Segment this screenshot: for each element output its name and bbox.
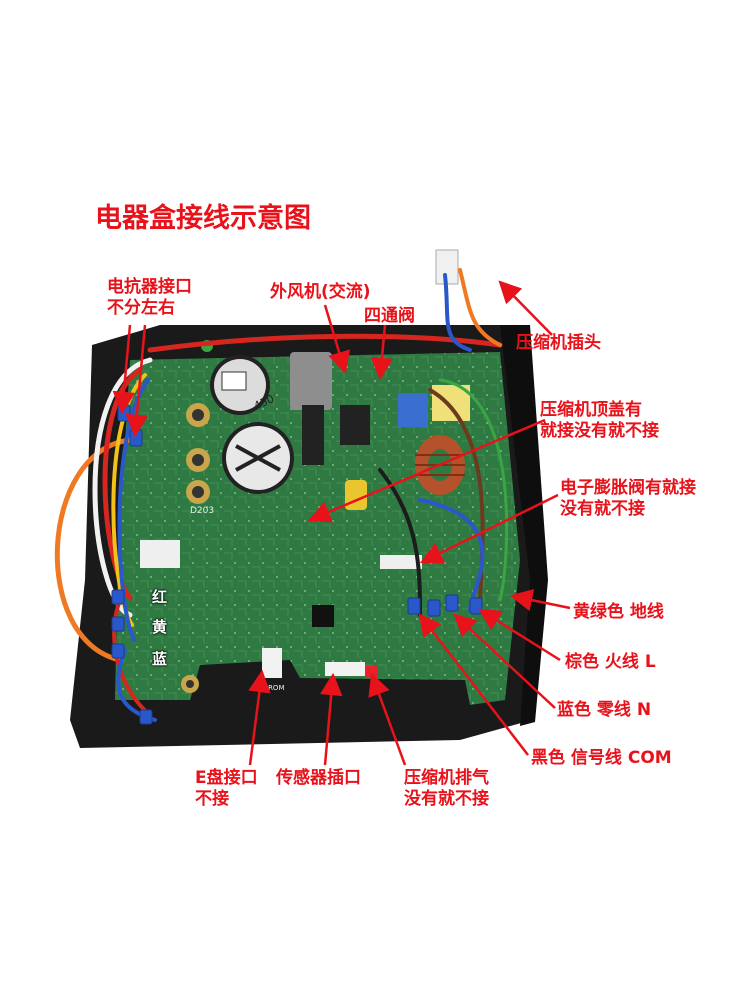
d203-mark: D203 xyxy=(190,506,214,516)
yellow-block xyxy=(432,385,470,421)
annotation-arrows xyxy=(112,280,571,766)
arrow-neutral xyxy=(453,613,556,709)
exhaust-connector xyxy=(365,666,377,678)
mounting-holes xyxy=(181,403,210,693)
label-four-way-valve: 四通阀 xyxy=(364,306,415,326)
label-sensor-port: 传感器插口 xyxy=(276,768,361,788)
arrow-sensor xyxy=(320,672,343,766)
relay xyxy=(340,405,370,445)
label-compressor-exhaust-line1: 压缩机排气 xyxy=(404,768,489,788)
arrow-reactor xyxy=(112,324,136,415)
capacitor-top: 450 xyxy=(210,355,276,415)
wire-green xyxy=(438,378,509,602)
wire-red-top xyxy=(147,333,503,353)
label-expansion-valve: 电子膨胀阀有就接 没有就不接 xyxy=(560,478,696,520)
label-signal-wire: 黑色 信号线 COM xyxy=(531,748,672,768)
arrow-live xyxy=(478,608,561,662)
arrow-expansion-valve xyxy=(419,493,559,564)
arrow-compressor-plug xyxy=(498,280,553,336)
wire-label-red: 红 xyxy=(152,588,168,606)
wire-red-bottom xyxy=(112,598,152,717)
label-e-port-line1: E盘接口 xyxy=(195,768,258,788)
capacitor-bottom xyxy=(222,422,294,494)
label-reactor: 电抗器接口 不分左右 xyxy=(107,277,192,319)
label-compressor-exhaust: 压缩机排气 没有就不接 xyxy=(404,768,489,810)
label-e-port: E盘接口 不接 xyxy=(195,768,258,810)
wire-blue-long xyxy=(117,378,150,642)
ic-chip xyxy=(312,605,334,627)
arrow-exhaust xyxy=(368,672,407,766)
case-side xyxy=(500,325,548,726)
arrow-signal xyxy=(418,613,529,756)
label-reactor-line1: 电抗器接口 xyxy=(107,277,192,297)
white-connector-a xyxy=(140,540,180,568)
label-compressor-plug: 压缩机插头 xyxy=(516,333,601,353)
arrow-four-way-valve xyxy=(370,324,394,381)
label-expansion-valve-line2: 没有就不接 xyxy=(560,499,645,519)
label-neutral-wire: 蓝色 零线 N xyxy=(557,700,652,720)
sensor-connector xyxy=(325,662,365,676)
white-connector-b xyxy=(380,555,422,569)
label-ground-wire: 黄绿色 地线 xyxy=(573,602,664,622)
wire-orange-top xyxy=(458,268,502,347)
arrow-compressor-top xyxy=(307,418,546,523)
diagram-title: 电器盒接线示意图 xyxy=(95,203,311,234)
label-outdoor-fan: 外风机(交流) xyxy=(270,282,371,302)
arrow-ground xyxy=(509,589,571,612)
label-reactor-line2: 不分左右 xyxy=(107,298,175,318)
label-compressor-top-cover: 压缩机顶盖有 就接没有就不接 xyxy=(540,400,659,442)
label-e-port-line2: 不接 xyxy=(195,789,229,809)
label-compressor-top-cover-line2: 就接没有就不接 xyxy=(540,421,659,441)
arrow-reactor-2 xyxy=(125,324,149,438)
label-compressor-exhaust-line2: 没有就不接 xyxy=(404,789,489,809)
wire-label-yellow: 黄 xyxy=(152,618,168,636)
wire-label-blue: 蓝 xyxy=(152,650,168,668)
blue-capacitor xyxy=(398,393,428,427)
wire-blue-top xyxy=(443,273,472,352)
arrow-outdoor-fan xyxy=(323,304,350,375)
label-expansion-valve-line1: 电子膨胀阀有就接 xyxy=(560,478,696,498)
eeprom-connector xyxy=(262,648,282,678)
wire-brown xyxy=(428,388,485,607)
film-capacitor xyxy=(290,352,332,410)
transformer xyxy=(345,480,367,510)
arrow-e-port xyxy=(248,669,271,766)
label-compressor-top-cover-line1: 压缩机顶盖有 xyxy=(540,400,642,420)
relay-2 xyxy=(302,405,324,465)
label-live-wire: 棕色 火线 L xyxy=(565,652,656,672)
